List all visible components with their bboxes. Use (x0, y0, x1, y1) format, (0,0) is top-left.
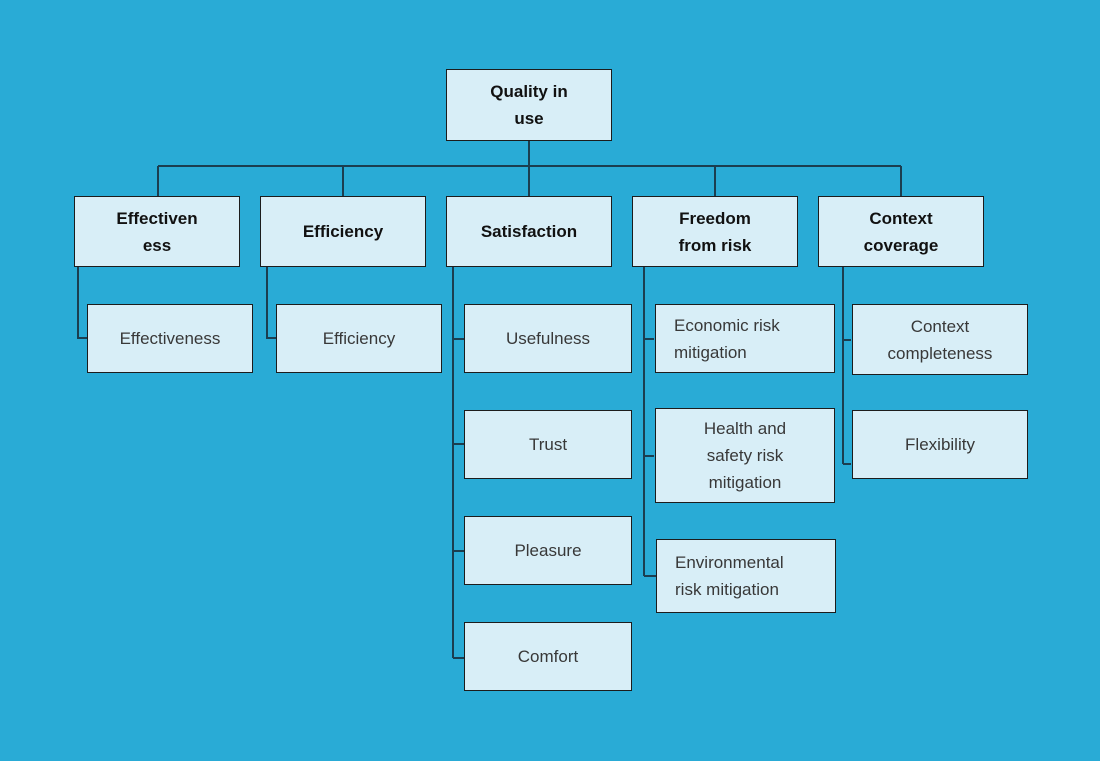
node-effectiveness-leaf[interactable]: Effectiveness (87, 304, 253, 373)
node-trust[interactable]: Trust (464, 410, 632, 479)
node-efficiency-leaf-label: Efficiency (322, 329, 396, 348)
node-satisfaction-branch-label: Satisfaction (480, 222, 578, 241)
node-satisfaction-branch[interactable]: Satisfaction (446, 196, 612, 267)
node-freedom-from-risk-branch-label: Freedom from risk (678, 208, 752, 255)
node-freedom-from-risk-branch[interactable]: Freedom from risk (632, 196, 798, 267)
node-flexibility[interactable]: Flexibility (852, 410, 1028, 479)
node-trust-label: Trust (528, 435, 568, 454)
node-comfort-label: Comfort (517, 647, 579, 666)
node-effectiveness-leaf-label: Effectiveness (119, 329, 221, 348)
node-usefulness[interactable]: Usefulness (464, 304, 632, 373)
node-efficiency-branch[interactable]: Efficiency (260, 196, 426, 267)
node-economic-risk-mitigation[interactable]: Economic risk mitigation (655, 304, 835, 373)
node-environmental-risk-mitigation[interactable]: Environmental risk mitigation (656, 539, 836, 613)
node-efficiency-branch-label: Efficiency (302, 222, 384, 241)
node-health-safety-risk-mitigation[interactable]: Health and safety risk mitigation (655, 408, 835, 503)
node-environmental-risk-mitigation-label: Environmental risk mitigation (675, 553, 784, 599)
node-flexibility-label: Flexibility (905, 435, 975, 454)
node-context-coverage-branch[interactable]: Context coverage (818, 196, 984, 267)
node-effectiveness-branch-label: Effectiven ess (116, 208, 198, 255)
connector-efficiency-leaf (266, 267, 276, 339)
node-context-coverage-branch-label: Context coverage (863, 208, 939, 255)
node-quality-in-use[interactable]: Quality in use (446, 69, 612, 141)
node-usefulness-label: Usefulness (505, 329, 591, 348)
node-comfort[interactable]: Comfort (464, 622, 632, 691)
node-pleasure-label: Pleasure (514, 541, 582, 560)
node-context-completeness[interactable]: Context completeness (852, 304, 1028, 375)
node-pleasure[interactable]: Pleasure (464, 516, 632, 585)
node-economic-risk-mitigation-label: Economic risk mitigation (674, 315, 780, 362)
connector-effectiveness-leaf (77, 267, 87, 339)
node-context-completeness-label: Context completeness (887, 316, 993, 363)
node-efficiency-leaf[interactable]: Efficiency (276, 304, 442, 373)
node-quality-in-use-label: Quality in use (490, 82, 568, 128)
node-effectiveness-branch[interactable]: Effectiven ess (74, 196, 240, 267)
node-health-safety-risk-mitigation-label: Health and safety risk mitigation (703, 419, 787, 492)
